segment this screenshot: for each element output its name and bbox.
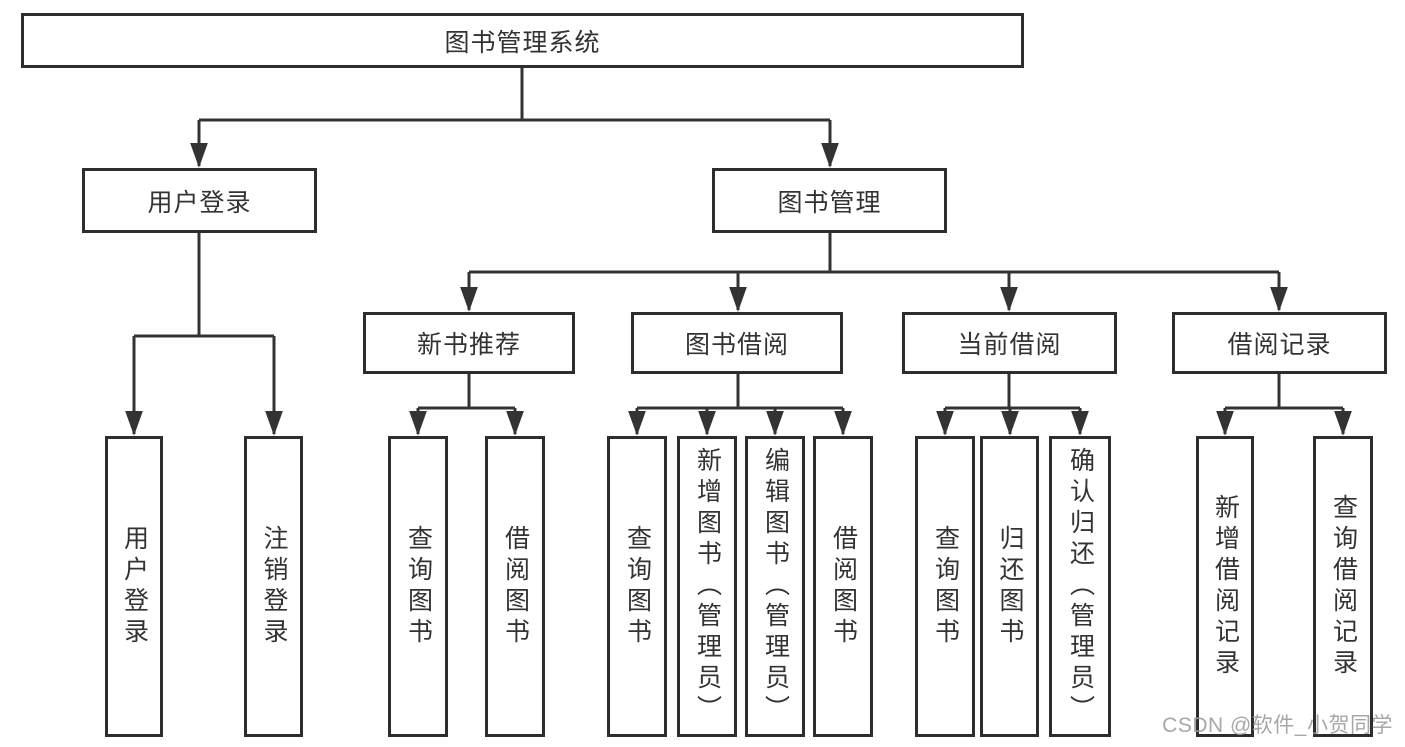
leaf-query-books-recommend: 查询图书 (388, 436, 448, 737)
leaf-query-borrow-record-label: 查询借阅记录 (1329, 493, 1358, 680)
leaf-query-books-current: 查询图书 (915, 436, 975, 737)
connector-current-borrowing-children (936, 374, 1089, 436)
leaf-edit-books-admin-label: 编辑图书（管理员） (761, 447, 790, 726)
node-root-label: 图书管理系统 (444, 28, 601, 57)
node-book-management-label: 图书管理 (777, 188, 882, 217)
node-current-borrowing: 当前借阅 (902, 312, 1117, 374)
leaf-query-borrow-record: 查询借阅记录 (1313, 436, 1373, 737)
connector-borrowing-records-children (1216, 374, 1352, 436)
leaf-query-books-borrowing: 查询图书 (607, 436, 667, 737)
node-book-borrowing-label: 图书借阅 (684, 331, 789, 359)
leaf-return-books-label: 归还图书 (996, 524, 1024, 649)
leaf-confirm-return-admin: 确认归还（管理员） (1049, 436, 1111, 737)
node-borrowing-records-label: 借阅记录 (1227, 331, 1332, 359)
node-new-book-recommend-label: 新书推荐 (416, 331, 521, 359)
leaf-logout: 注销登录 (244, 436, 303, 737)
node-book-borrowing: 图书借阅 (631, 312, 843, 374)
leaf-borrow-books-borrowing: 借阅图书 (813, 436, 873, 737)
leaf-add-borrow-record: 新增借阅记录 (1196, 436, 1254, 737)
node-book-management: 图书管理 (712, 168, 947, 233)
leaf-confirm-return-admin-label: 确认归还（管理员） (1066, 447, 1095, 726)
connector-root-to-level2 (190, 68, 839, 168)
leaf-borrow-books-recommend: 借阅图书 (485, 436, 545, 737)
leaf-add-books-admin: 新增图书（管理员） (677, 436, 737, 737)
connector-new-book-recommend-children (409, 374, 524, 436)
connector-user-login-children (125, 233, 283, 436)
node-borrowing-records: 借阅记录 (1172, 312, 1387, 374)
connector-book-borrowing-children (628, 374, 852, 436)
leaf-logout-label: 注销登录 (260, 524, 288, 649)
node-user-login-label: 用户登录 (147, 188, 252, 217)
leaf-add-books-admin-label: 新增图书（管理员） (693, 447, 722, 726)
node-user-login: 用户登录 (82, 168, 317, 233)
node-root-book-management-system: 图书管理系统 (21, 13, 1024, 68)
node-current-borrowing-label: 当前借阅 (957, 331, 1062, 359)
leaf-query-books-recommend-label: 查询图书 (404, 524, 433, 649)
leaf-edit-books-admin: 编辑图书（管理员） (745, 436, 805, 737)
leaf-borrow-books-borrowing-label: 借阅图书 (829, 524, 858, 649)
leaf-query-books-current-label: 查询图书 (931, 524, 960, 649)
connector-book-management-children (460, 233, 1288, 312)
leaf-borrow-books-recommend-label: 借阅图书 (501, 524, 530, 649)
leaf-user-login-label: 用户登录 (120, 524, 149, 649)
leaf-add-borrow-record-label: 新增借阅记录 (1211, 493, 1240, 680)
leaf-return-books: 归还图书 (980, 436, 1039, 737)
node-new-book-recommend: 新书推荐 (363, 312, 575, 374)
leaf-query-books-borrowing-label: 查询图书 (623, 524, 652, 649)
leaf-user-login: 用户登录 (105, 436, 163, 737)
